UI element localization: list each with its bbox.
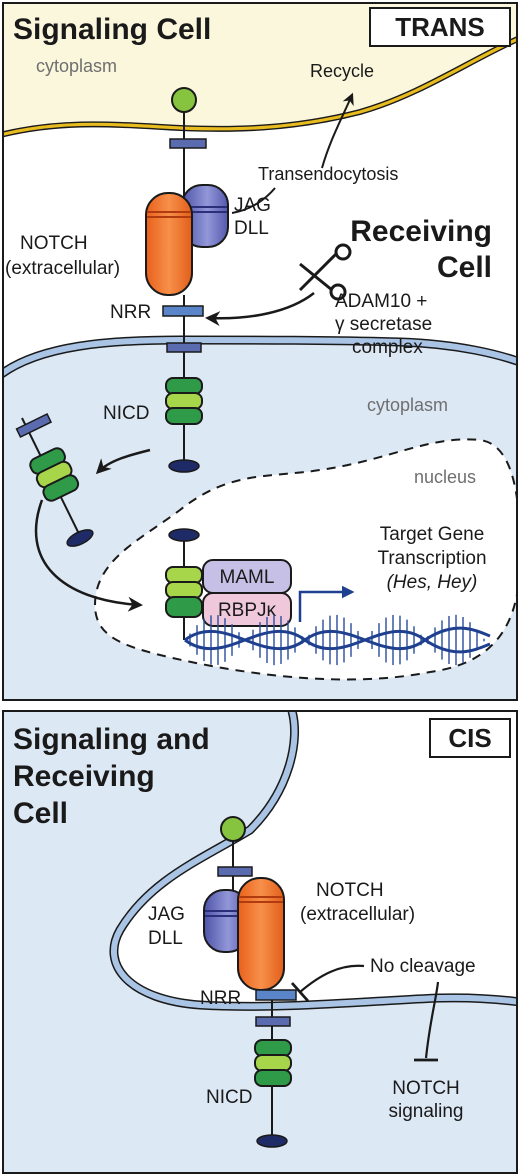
receiving-title-line2: Cell (437, 251, 492, 284)
transcription-arrow (298, 585, 355, 622)
no-cleavage-bar (290, 982, 310, 1002)
cis-notch-receptor (237, 877, 297, 1148)
release-arrow (95, 448, 151, 475)
notch-label-line2: (extracellular) (5, 258, 120, 279)
dll-label: DLL (234, 218, 269, 239)
no-cleavage-label: No cleavage (370, 956, 476, 977)
cis-nrr-label: NRR (200, 988, 241, 1009)
adam-label-line1: ADAM10 + (335, 291, 427, 312)
signaling-cell-title: Signaling Cell (13, 13, 211, 46)
cis-nicd-label: NICD (206, 1087, 252, 1108)
rbpj-box (202, 592, 292, 627)
cis-jag-label: JAG (148, 904, 185, 925)
notch-label-line1: NOTCH (20, 233, 88, 254)
target-label-line2: Transcription (377, 548, 486, 569)
transendocytosis-label: Transendocytosis (258, 164, 398, 184)
scissors-icon (298, 243, 352, 301)
signaling-cytoplasm-label: cytoplasm (36, 56, 117, 76)
adam-label-line3: complex (352, 337, 423, 358)
adam-label-line2: γ secretase (335, 314, 432, 335)
nicd-label: NICD (103, 403, 149, 424)
nuclear-nicd (165, 528, 203, 640)
notch-signaling-line2: signaling (389, 1101, 464, 1122)
nrr-domain (162, 305, 204, 317)
target-label-line3: (Hes, Hey) (387, 572, 478, 593)
cis-badge-label: CIS (448, 723, 491, 753)
trans-badge (369, 7, 511, 47)
notch-receptor (145, 192, 204, 473)
trans-panel: Signaling Cell TRANS cytoplasm Recycle T… (2, 2, 518, 701)
receiving-cytoplasm-label: cytoplasm (367, 395, 448, 415)
receiving-title-line1: Receiving (350, 215, 492, 248)
cis-title-line1: Signaling and (13, 723, 210, 756)
released-nicd (15, 413, 94, 547)
no-cleavage-inhibitor (299, 964, 365, 993)
recycle-label: Recycle (310, 61, 374, 81)
jag-label: JAG (234, 195, 271, 216)
transendocytosis-leader (231, 187, 276, 214)
cis-cell (3, 711, 517, 1173)
cis-notch-label-line1: NOTCH (316, 880, 384, 901)
trans-badge-label: TRANS (395, 12, 485, 42)
cis-badge (429, 718, 511, 758)
maml-label: MAML (220, 567, 275, 588)
nrr-label: NRR (110, 302, 151, 323)
nuclear-import-arrow (34, 499, 143, 612)
dna-helix (184, 614, 491, 666)
cis-title-line2: Receiving (13, 760, 155, 793)
rbpj-label: RBPJκ (218, 600, 277, 621)
nucleus-label: nucleus (414, 467, 476, 487)
cis-nrr-domain (255, 989, 297, 1001)
cleavage-arrow (205, 292, 315, 327)
recycle-arrow (321, 92, 354, 169)
ligand-jag-dll (169, 87, 229, 248)
cis-dll-label: DLL (148, 928, 183, 949)
cis-notch-label-line2: (extracellular) (300, 904, 415, 925)
cis-panel: Signaling and Receiving Cell CIS JAG DLL (2, 710, 518, 1174)
notch-signaling-line1: NOTCH (392, 1078, 460, 1099)
cis-title-line3: Cell (13, 797, 68, 830)
signaling-inhibitor (424, 981, 440, 1059)
target-label-line1: Target Gene (380, 524, 485, 545)
